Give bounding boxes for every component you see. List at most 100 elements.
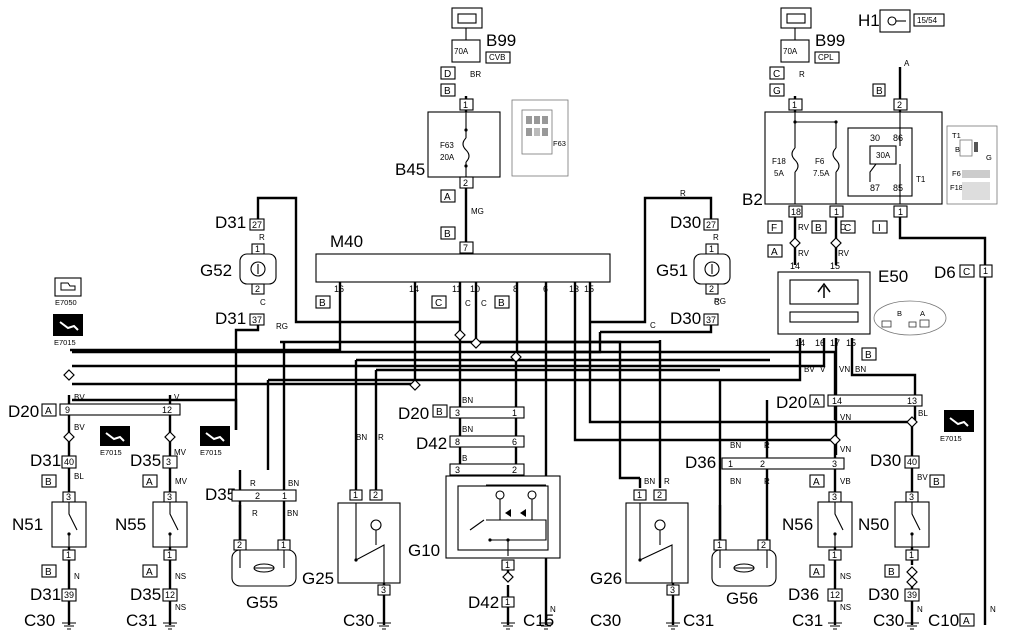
svg-text:D42: D42 xyxy=(416,434,447,453)
svg-text:7: 7 xyxy=(463,243,468,253)
instrument-panel-e50: A RV RV 14 15 E50 14 16 17 15 B BV V VN … xyxy=(767,244,947,374)
svg-text:1: 1 xyxy=(282,491,287,501)
connector-d6: D6 C 1 N C10 A xyxy=(928,263,996,630)
svg-text:T1: T1 xyxy=(916,175,926,184)
battery-b99-cpl: 70A B99 CPL R xyxy=(780,7,845,79)
svg-text:RV: RV xyxy=(798,223,810,232)
svg-text:B: B xyxy=(888,567,895,578)
fuse-tag: CPL xyxy=(818,53,834,62)
connector-d36-mid: BN R D36 1 2 3 BN R xyxy=(685,441,845,486)
b45-ref: B45 xyxy=(395,160,425,179)
svg-text:BN: BN xyxy=(644,477,655,486)
g51-ref: G51 xyxy=(656,261,688,280)
svg-text:B: B xyxy=(897,309,902,318)
connector-d20-mid: D20 B BN 3 1 xyxy=(398,396,525,423)
connector-d42-bottom: 1 D42 1 C15 xyxy=(468,559,554,630)
svg-text:B: B xyxy=(444,229,451,240)
svg-text:D30: D30 xyxy=(868,585,899,604)
svg-text:BN: BN xyxy=(462,425,473,434)
svg-text:C31: C31 xyxy=(792,611,823,630)
svg-text:BV: BV xyxy=(804,365,815,374)
svg-text:E7050: E7050 xyxy=(55,298,77,307)
svg-text:2: 2 xyxy=(255,491,260,501)
lamp-g56: 1 2 G56 xyxy=(711,539,777,608)
svg-text:NS: NS xyxy=(175,603,186,612)
svg-text:C: C xyxy=(963,267,970,278)
e7015-right-indicator: E7015 xyxy=(940,410,974,443)
svg-text:D20: D20 xyxy=(398,404,429,423)
fuse-box-b45: D B 1 F63 20A 2 B45 A MG B F63 xyxy=(395,66,569,240)
fuse-rating: 70A xyxy=(454,47,469,56)
svg-text:BL: BL xyxy=(74,472,84,481)
inset-label: F63 xyxy=(553,139,566,148)
svg-text:3: 3 xyxy=(167,492,172,502)
svg-text:E7015: E7015 xyxy=(54,338,76,347)
svg-text:3: 3 xyxy=(832,492,837,502)
svg-text:BV: BV xyxy=(74,393,85,402)
svg-text:D36: D36 xyxy=(788,585,819,604)
svg-text:C: C xyxy=(714,298,720,307)
svg-text:A: A xyxy=(444,192,451,203)
svg-text:C30: C30 xyxy=(343,611,374,630)
svg-text:BN: BN xyxy=(356,433,367,442)
svg-text:F18: F18 xyxy=(772,157,786,166)
svg-text:12: 12 xyxy=(165,590,175,600)
svg-text:A: A xyxy=(146,477,153,488)
h1-letter: B xyxy=(876,86,883,97)
svg-text:3: 3 xyxy=(381,585,386,595)
svg-text:1: 1 xyxy=(709,244,714,254)
svg-text:2: 2 xyxy=(255,284,260,294)
control-unit-m40: 7 M40 16 14 11 10 8 6 13 15 B C B C C C xyxy=(315,232,656,330)
svg-text:12: 12 xyxy=(830,590,840,600)
svg-text:14: 14 xyxy=(832,396,842,406)
svg-text:BL: BL xyxy=(918,409,928,418)
svg-text:1: 1 xyxy=(909,550,914,560)
fuse-rating: 70A xyxy=(783,47,798,56)
svg-text:16: 16 xyxy=(334,284,344,294)
svg-text:1: 1 xyxy=(834,207,839,217)
switch-g25: BN R 1 2 G25 3 C30 xyxy=(302,433,401,630)
svg-text:BN: BN xyxy=(855,365,866,374)
svg-text:T1: T1 xyxy=(952,131,961,140)
svg-text:15: 15 xyxy=(846,338,856,348)
svg-text:R: R xyxy=(764,441,770,450)
svg-text:C: C xyxy=(650,321,656,330)
svg-text:3: 3 xyxy=(455,465,460,475)
svg-text:E7015: E7015 xyxy=(200,448,222,457)
svg-text:D20: D20 xyxy=(776,393,807,412)
svg-text:C30: C30 xyxy=(873,611,904,630)
svg-text:A: A xyxy=(813,477,820,488)
svg-text:R: R xyxy=(764,477,770,486)
switch-g26: BN R 1 2 G26 3 C31 xyxy=(590,477,714,630)
svg-text:B: B xyxy=(815,223,822,234)
wire-color: R xyxy=(799,70,805,79)
connector-d42-mid: D42 BN 8 6 B 3 2 xyxy=(416,425,525,476)
svg-text:V: V xyxy=(174,393,180,402)
fuse-ref: B99 xyxy=(815,31,845,50)
svg-text:86: 86 xyxy=(893,133,903,143)
svg-text:D42: D42 xyxy=(468,593,499,612)
svg-text:R: R xyxy=(252,509,258,518)
svg-text:6: 6 xyxy=(543,284,548,294)
svg-text:A: A xyxy=(146,567,153,578)
svg-text:D30: D30 xyxy=(670,213,701,232)
e7050-indicator: E7050 xyxy=(54,277,82,307)
svg-text:D35: D35 xyxy=(130,451,161,470)
b2-ref: B2 xyxy=(742,190,763,209)
svg-text:3: 3 xyxy=(670,585,675,595)
svg-text:13: 13 xyxy=(907,396,917,406)
svg-text:VN: VN xyxy=(840,413,851,422)
svg-text:D30: D30 xyxy=(870,451,901,470)
svg-text:85: 85 xyxy=(893,183,903,193)
svg-text:1: 1 xyxy=(832,550,837,560)
svg-text:BN: BN xyxy=(462,396,473,405)
svg-text:A: A xyxy=(963,616,970,627)
svg-text:VN: VN xyxy=(839,365,850,374)
svg-text:1: 1 xyxy=(983,266,988,276)
svg-text:8: 8 xyxy=(455,437,460,447)
svg-text:G: G xyxy=(986,153,992,162)
fuse-relay-box-b2: C G 1 2 F18 5A F6 7.5A 30A 30 86 87 85 T… xyxy=(742,66,998,234)
ignition-switch-h1: H1 15/54 A B xyxy=(858,9,945,97)
svg-text:D31: D31 xyxy=(215,213,246,232)
svg-text:1: 1 xyxy=(717,540,722,550)
